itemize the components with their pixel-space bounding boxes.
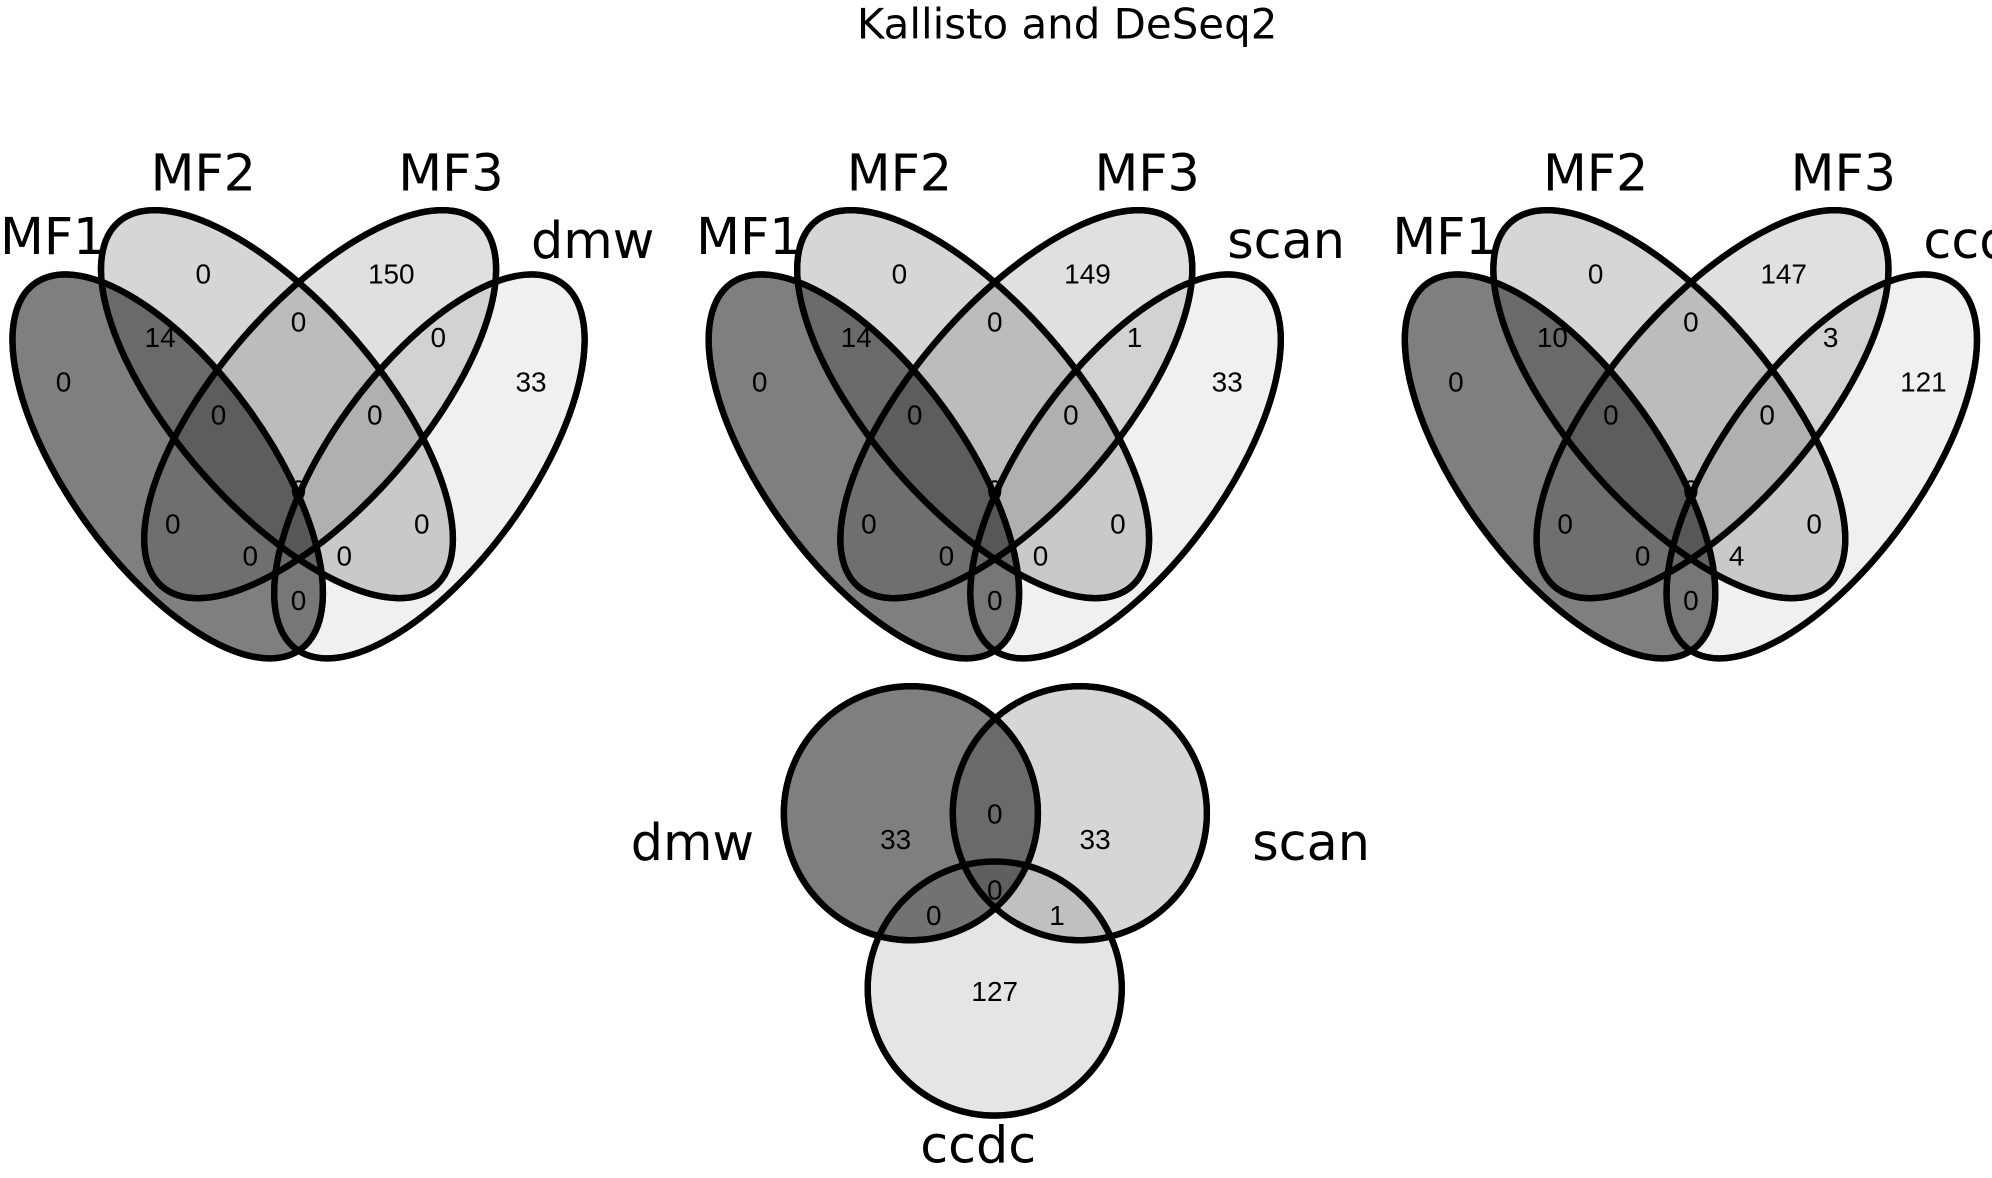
region-count: 0 bbox=[1110, 509, 1126, 540]
set-outline bbox=[949, 683, 1211, 944]
region-count: 14 bbox=[841, 322, 872, 353]
set-label: MF1 bbox=[0, 207, 105, 266]
region-count: 121 bbox=[1900, 366, 1947, 397]
region-count: 149 bbox=[1064, 258, 1111, 289]
chart-title: Kallisto and DeSeq2 bbox=[857, 0, 1277, 48]
region-count: 0 bbox=[195, 258, 211, 289]
region-count: 0 bbox=[242, 540, 258, 571]
set-outline bbox=[1663, 271, 1981, 662]
region-count: 0 bbox=[414, 509, 430, 540]
set-label: ccdc bbox=[1923, 211, 1992, 270]
region-count: 0 bbox=[1033, 540, 1049, 571]
region-count: 0 bbox=[1635, 540, 1651, 571]
region-count: 0 bbox=[987, 585, 1003, 616]
region-count: 0 bbox=[1683, 585, 1699, 616]
region-count: 0 bbox=[939, 540, 955, 571]
region-count: 0 bbox=[752, 366, 768, 397]
region-count: 0 bbox=[1557, 509, 1573, 540]
region-count: 10 bbox=[1537, 322, 1568, 353]
region-count: 0 bbox=[907, 399, 923, 430]
set-outline bbox=[967, 271, 1284, 662]
set-label: ccdc bbox=[920, 1116, 1036, 1175]
region-count: 0 bbox=[1063, 399, 1079, 430]
region-count: 33 bbox=[880, 824, 911, 855]
region-count: 0 bbox=[987, 798, 1003, 829]
region-count: 33 bbox=[1212, 366, 1243, 397]
set-outline bbox=[794, 206, 1153, 602]
region-count: 0 bbox=[987, 307, 1003, 338]
region-count: 0 bbox=[1448, 366, 1464, 397]
region-count: 150 bbox=[368, 258, 415, 289]
set-outline bbox=[837, 206, 1196, 602]
region-count: 0 bbox=[1759, 399, 1775, 430]
set-label: MF2 bbox=[847, 144, 952, 203]
region-count: 0 bbox=[291, 474, 307, 505]
set-label: dmw bbox=[631, 813, 754, 872]
set-label: scan bbox=[1227, 211, 1345, 270]
set-label: scan bbox=[1252, 813, 1370, 872]
set-label: MF3 bbox=[1791, 144, 1896, 203]
region-count: 0 bbox=[1683, 474, 1699, 505]
region-count: 0 bbox=[1806, 509, 1822, 540]
region-count: 0 bbox=[892, 258, 908, 289]
region-count: 0 bbox=[431, 322, 447, 353]
region-count: 0 bbox=[291, 585, 307, 616]
set-label: MF1 bbox=[696, 207, 801, 266]
region-count: 0 bbox=[1603, 399, 1619, 430]
region-count: 0 bbox=[165, 509, 181, 540]
set-label: MF2 bbox=[1543, 144, 1648, 203]
set-label: MF1 bbox=[1392, 207, 1497, 266]
set-outline bbox=[141, 206, 500, 602]
region-count: 0 bbox=[211, 399, 227, 430]
region-count: 127 bbox=[971, 976, 1018, 1007]
set-label: MF3 bbox=[1094, 144, 1199, 203]
region-count: 147 bbox=[1760, 258, 1807, 289]
set-label: MF3 bbox=[398, 144, 503, 203]
region-count: 0 bbox=[861, 509, 877, 540]
set-label: dmw bbox=[531, 211, 654, 270]
region-count: 33 bbox=[515, 366, 546, 397]
set-outline bbox=[1490, 206, 1849, 602]
region-count: 4 bbox=[1729, 540, 1745, 571]
set-outline bbox=[1533, 206, 1892, 602]
region-count: 0 bbox=[337, 540, 353, 571]
region-count: 0 bbox=[926, 900, 942, 931]
region-count: 0 bbox=[987, 474, 1003, 505]
region-count: 0 bbox=[367, 399, 383, 430]
region-count: 0 bbox=[1588, 258, 1604, 289]
set-outline bbox=[271, 271, 588, 662]
venn-diagram-3: MF1MF2MF3ccdc00147121100300000040 bbox=[1392, 144, 1992, 662]
region-count: 14 bbox=[145, 322, 176, 353]
region-count: 33 bbox=[1080, 824, 1111, 855]
region-count: 1 bbox=[1127, 322, 1143, 353]
region-count: 0 bbox=[1683, 307, 1699, 338]
region-count: 0 bbox=[291, 307, 307, 338]
set-outline bbox=[864, 858, 1125, 1119]
venn-diagram-4: dmw scan ccdc 33 0 33 0 0 1 127 bbox=[631, 683, 1370, 1175]
set-outline bbox=[97, 206, 457, 602]
set-label: MF2 bbox=[151, 144, 256, 203]
region-count: 0 bbox=[56, 366, 72, 397]
set-outline bbox=[780, 683, 1042, 944]
region-count: 1 bbox=[1049, 900, 1065, 931]
region-count: 3 bbox=[1823, 322, 1839, 353]
region-count: 0 bbox=[987, 875, 1003, 906]
